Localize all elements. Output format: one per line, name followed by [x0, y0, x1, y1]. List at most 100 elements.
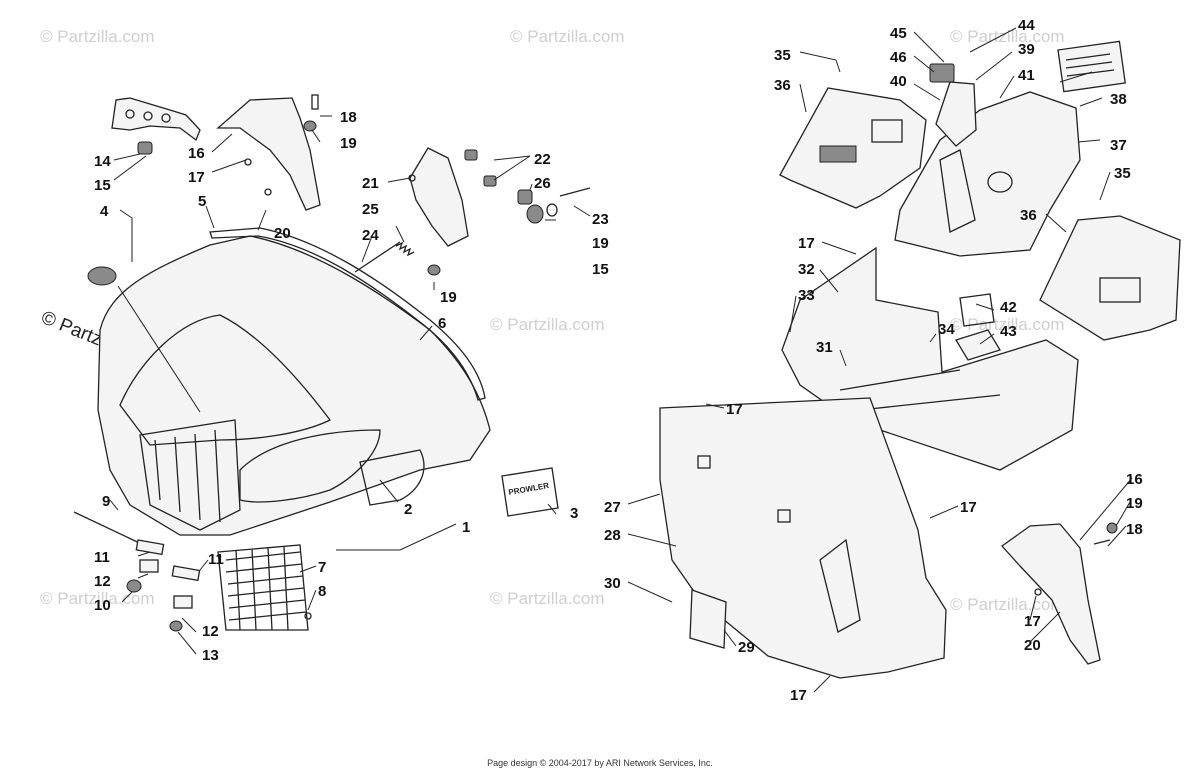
fender-part	[216, 97, 321, 211]
callout-label: 11	[208, 551, 224, 568]
callout-label: 6	[438, 315, 446, 332]
callout-label: 23	[592, 211, 609, 228]
callout-label: 17	[188, 169, 205, 186]
callout-label: 21	[362, 175, 379, 192]
callout-label: 10	[94, 597, 111, 614]
callout-label: 35	[1114, 165, 1131, 182]
callout-label: 5	[198, 193, 206, 210]
decal-text: PROWLER	[508, 481, 550, 497]
callout-label: 33	[798, 287, 815, 304]
hood-window	[119, 314, 331, 446]
callout-label: 24	[362, 227, 379, 244]
footer-credit: Page design © 2004-2017 by ARI Network S…	[487, 758, 713, 768]
callout-label: 16	[1126, 471, 1143, 488]
shift-boot-part	[935, 81, 977, 147]
callout-label: 44	[1018, 17, 1035, 34]
callout-label: 17	[726, 401, 743, 418]
fender-part	[1001, 523, 1101, 665]
callout-label: 12	[202, 623, 219, 640]
callout-labels: 14 15 16 17 18 19 20 5 4 6 21 22 26 25 2…	[94, 17, 1143, 704]
callout-label: 19	[340, 135, 357, 152]
body-assembly	[659, 40, 1181, 679]
access-panel-part	[689, 589, 727, 649]
hood-window	[239, 429, 381, 503]
callout-label: 9	[102, 493, 110, 510]
callout-label: 11	[94, 549, 110, 566]
leader-lines	[109, 27, 1133, 693]
callout-label: 17	[798, 235, 815, 252]
decal-part	[501, 467, 559, 517]
callout-label: 36	[1020, 207, 1037, 224]
callout-label: 37	[1110, 137, 1127, 154]
callout-label: 36	[774, 77, 791, 94]
callout-label: 22	[534, 151, 551, 168]
cover-part	[959, 293, 995, 327]
bolt-part	[311, 94, 319, 110]
callout-label: 20	[1024, 637, 1041, 654]
callout-label: 30	[604, 575, 621, 592]
callout-label: 26	[534, 175, 551, 192]
callout-label: 13	[202, 647, 219, 664]
callout-label: 12	[94, 573, 111, 590]
callout-label: 31	[816, 339, 833, 356]
callout-label: 2	[404, 501, 412, 518]
callout-label: 18	[1126, 521, 1143, 538]
callout-label: 17	[960, 499, 977, 516]
watermark: © Partzilla.com	[950, 27, 1065, 46]
watermark: © Partzilla.com	[510, 27, 625, 46]
callout-label: 29	[738, 639, 755, 656]
callout-label: 19	[592, 235, 609, 252]
watermark: © Partzilla.com	[490, 589, 605, 608]
callout-label: 40	[890, 73, 907, 90]
callout-label: 25	[362, 201, 379, 218]
emblem-part	[87, 266, 117, 286]
callout-label: 28	[604, 527, 621, 544]
console-part	[894, 91, 1081, 257]
hood-part	[97, 235, 491, 536]
bolt-part	[559, 187, 591, 197]
bolt-part	[1093, 539, 1111, 545]
grommet-part	[526, 204, 544, 224]
hood-assembly: PROWLER	[73, 94, 591, 632]
bracket-part	[111, 97, 201, 142]
callout-label: 34	[938, 321, 955, 338]
callout-label: 32	[798, 261, 815, 278]
callout-label: 46	[890, 49, 907, 66]
callout-label: 42	[1000, 299, 1017, 316]
callout-label: 20	[274, 225, 291, 242]
firewall-part	[659, 397, 947, 679]
callout-label: 8	[318, 583, 326, 600]
callout-label: 19	[1126, 495, 1143, 512]
callout-label: 38	[1110, 91, 1127, 108]
watermark: © Partzilla.com	[950, 595, 1065, 614]
callout-label: 18	[340, 109, 357, 126]
callout-label: 16	[188, 145, 205, 162]
callout-label: 17	[1024, 613, 1041, 630]
hood-window	[359, 449, 425, 506]
watermark: © Partzilla.com	[40, 589, 155, 608]
callout-label: 15	[94, 177, 111, 194]
watermark: © Partzilla.com	[40, 27, 155, 46]
callout-label: 39	[1018, 41, 1035, 58]
grommet-part	[137, 141, 153, 155]
trim-part	[209, 227, 486, 401]
screw-part	[264, 188, 272, 196]
callout-label: 17	[790, 687, 807, 704]
spring-part	[354, 241, 415, 273]
screw-part	[244, 158, 252, 166]
callout-label: 14	[94, 153, 111, 170]
callout-label: 4	[100, 203, 109, 220]
callout-label: 35	[774, 47, 791, 64]
callout-label: 3	[570, 505, 578, 522]
headlight-part	[409, 147, 469, 247]
callout-label: 19	[440, 289, 457, 306]
nut-part	[517, 189, 533, 205]
callout-label: 7	[318, 559, 326, 576]
callout-label: 15	[592, 261, 609, 278]
callout-label: 27	[604, 499, 621, 516]
watermark: © Partzilla.com	[490, 315, 605, 334]
washer-part	[303, 120, 317, 132]
watermark: © Partzilla.com	[950, 315, 1065, 334]
callout-label: 1	[462, 519, 470, 536]
